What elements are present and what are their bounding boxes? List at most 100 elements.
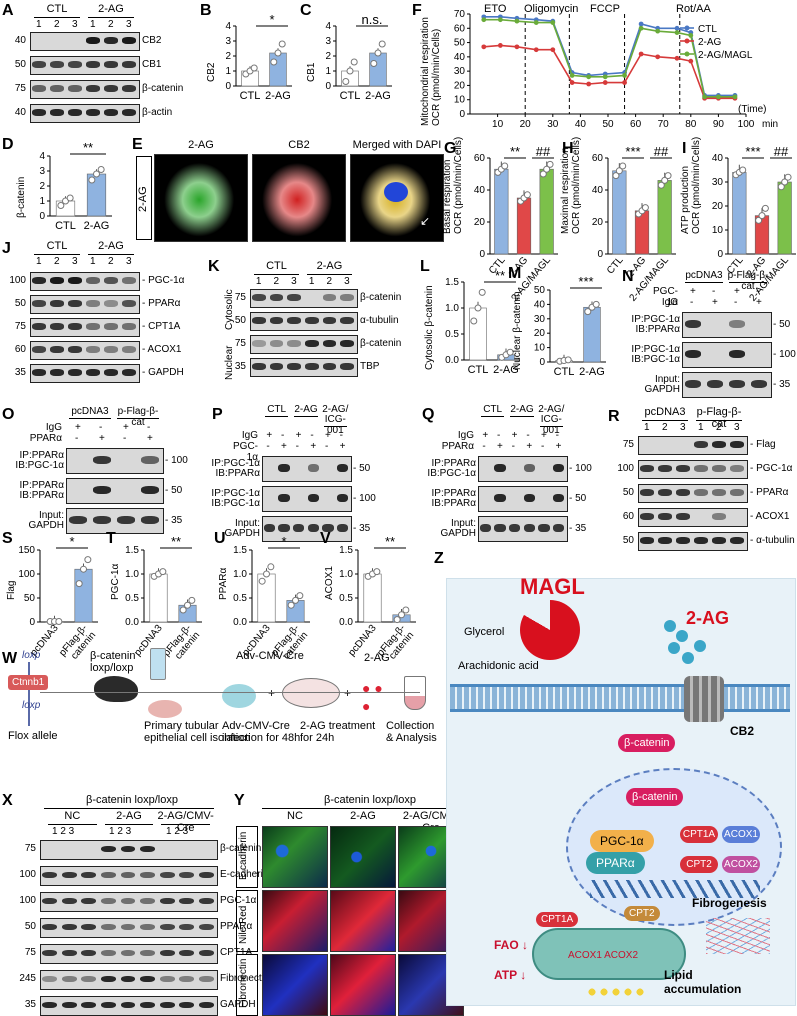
panel-label-l: L [420, 258, 430, 276]
j-band [104, 323, 118, 329]
g-data-point [547, 161, 553, 167]
p-group-line [324, 426, 347, 427]
a-mw-marker: 50 [4, 59, 26, 70]
n-mw-marker: - 35 [773, 379, 790, 390]
u-data-point [297, 593, 303, 599]
k-band [287, 340, 300, 346]
j-lane-number: 1 [36, 256, 42, 267]
w-treat-label: 2-AG [364, 652, 390, 664]
o-band [93, 486, 111, 494]
m-data-point [593, 301, 599, 307]
b-x-tick-label: 2-AG [265, 90, 291, 102]
n-mw-marker: - 50 [773, 319, 790, 330]
i-data-point [762, 205, 768, 211]
z-mito-acox: ACOX1 ACOX2 [568, 950, 638, 961]
n-condition-sign: - [690, 297, 693, 308]
z-bcat2: β-catenin [626, 788, 683, 806]
y-row-label: E-cadherin [238, 832, 249, 880]
k-band [340, 317, 353, 323]
w-step-label: Adv-CMV-Cre [222, 720, 290, 732]
r-band [658, 489, 672, 495]
a-mw-marker: 40 [4, 35, 26, 46]
f-series-point [534, 47, 539, 52]
j-row-label: - CPT1A [142, 321, 180, 332]
dish-icon [282, 678, 340, 708]
q-condition-label: IgG [438, 430, 474, 441]
c-sig-label: n.s. [362, 12, 383, 27]
r-band [658, 513, 672, 519]
g-data-point [502, 163, 508, 169]
f-x-tick-label: 50 [602, 119, 614, 130]
g-y-tick-label: 0 [479, 249, 485, 260]
g-sig1-label: ** [510, 144, 520, 159]
magl-enzyme-icon [520, 600, 580, 660]
f-legend-marker [685, 52, 690, 57]
s-y-tick-label: 0 [29, 617, 35, 628]
k-band [252, 317, 265, 323]
a-lane-number: 3 [126, 19, 132, 30]
f-x-tick-label: 40 [575, 119, 587, 130]
w-ctnnb1-box: Ctnnb1 [8, 675, 48, 690]
g-y-tick-label: 20 [474, 217, 486, 228]
a-band [104, 85, 118, 91]
p-condition-sign: - [310, 430, 313, 441]
j-band [68, 323, 82, 329]
z-arachidonic-label: Arachidonic acid [458, 660, 539, 672]
j-band [86, 300, 100, 306]
panel-label-j: J [2, 240, 11, 258]
c-y-tick-label: 3 [325, 36, 331, 47]
f-y-tick-label: 30 [454, 66, 466, 77]
k-band [287, 363, 300, 369]
q-band [524, 524, 535, 532]
o-condition-label: PPARα [26, 433, 62, 444]
k-band [323, 340, 336, 346]
r-band [730, 489, 744, 495]
t-y-tick-label: 1.0 [125, 569, 139, 580]
mouse-icon [94, 676, 138, 702]
p-band [264, 524, 275, 532]
x-band [160, 976, 175, 983]
h-bar [613, 171, 627, 254]
o-group-label: pcDNA3 [66, 406, 114, 417]
k-band [340, 363, 353, 369]
d-x-tick-label: CTL [55, 220, 76, 232]
b-data-point [251, 65, 257, 71]
virus-cells-icon [222, 684, 256, 708]
a-row-label: β-catenin [142, 83, 183, 94]
i-sig2-label: ## [774, 144, 789, 159]
e-micrograph [154, 154, 248, 242]
g-bar [517, 198, 531, 254]
z-mito-cpt2: CPT2 [624, 906, 660, 921]
j-lane-number: 1 [90, 256, 96, 267]
s-data-point [85, 557, 91, 563]
j-mw-marker: 60 [4, 344, 26, 355]
t-data-point [185, 602, 191, 608]
q-condition-sign: + [556, 441, 562, 452]
k-band [305, 340, 318, 346]
x-band [160, 872, 175, 879]
panel-label-r: R [608, 408, 620, 426]
p-mw-marker: - 35 [353, 523, 370, 534]
z-gene-box: CPT1A [680, 826, 718, 843]
p-condition-sign: + [310, 441, 316, 452]
j-band [122, 369, 136, 375]
a-lane-number: 3 [72, 19, 78, 30]
o-row-label: IB:PGC-1α [8, 460, 64, 471]
r-mw-marker: 50 [612, 487, 634, 498]
k-band [270, 340, 283, 346]
x-lane-numbers: 1 2 3 [166, 826, 188, 837]
q-band [494, 524, 505, 532]
b-data-point [275, 50, 281, 56]
d-sig-label: ** [83, 140, 93, 155]
z-glycerol-label: Glycerol [464, 626, 504, 638]
a-lane-number: 1 [90, 19, 96, 30]
a-group-label: 2-AG [84, 3, 138, 15]
p-band [308, 494, 319, 502]
j-group-label: 2-AG [84, 240, 138, 252]
k-side-label-nuclear: Nuclear [224, 346, 235, 380]
w-flox-label: Flox allele [8, 730, 58, 742]
n-group-label: pcDNA3 [682, 270, 726, 281]
a-group-line [34, 17, 80, 18]
